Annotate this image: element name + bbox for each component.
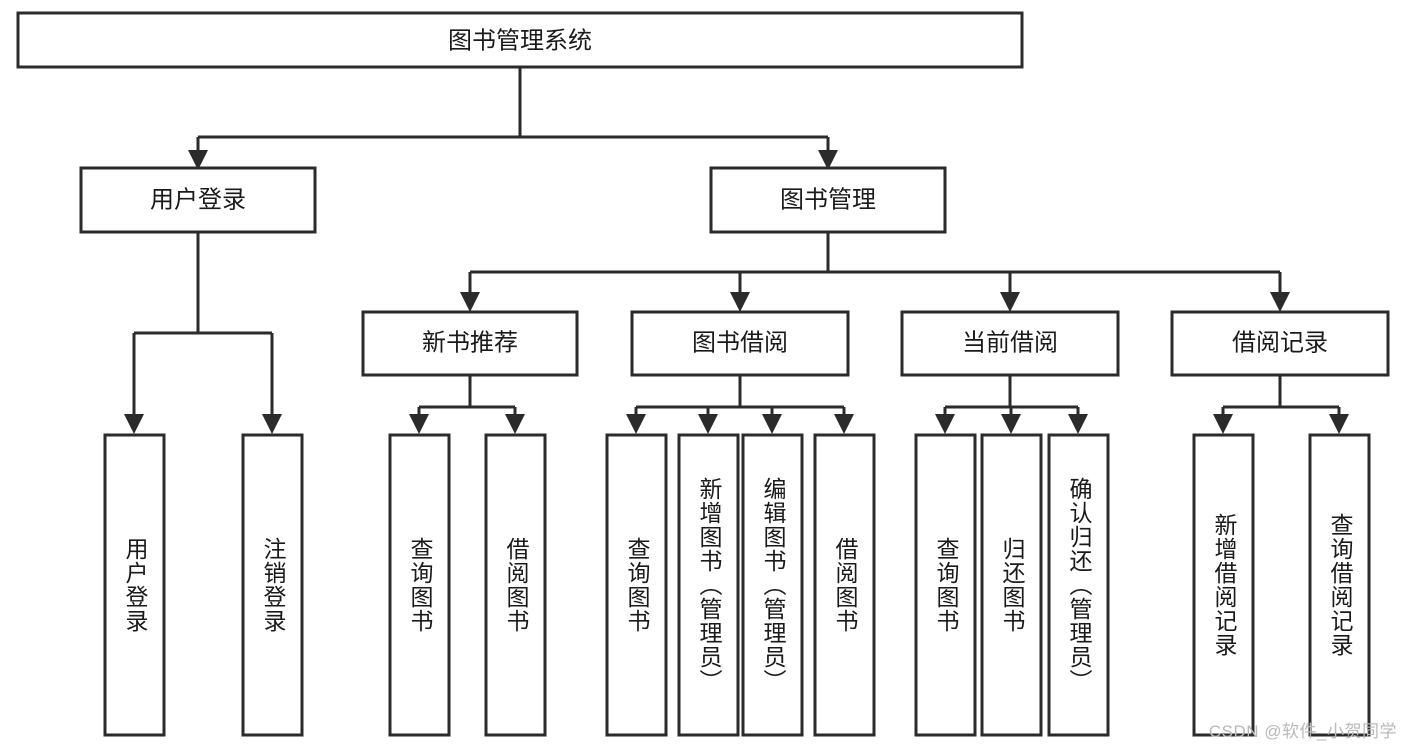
leaf-query-book-3-box[interactable]	[914, 433, 977, 737]
leaf-query-record-box[interactable]	[1308, 433, 1371, 737]
leaf-logout-login-box[interactable]	[241, 433, 304, 737]
arrowhead-leaf-borrow-book-1	[505, 414, 525, 434]
leaf-borrow-book-1-box[interactable]	[484, 433, 547, 737]
arrowhead-book-borrow	[730, 292, 750, 312]
csdn-watermark: CSDN @软件_小贺同学	[1208, 722, 1397, 741]
node-user-login-label: 用户登录	[150, 186, 246, 213]
node-user-login[interactable]: 用户登录	[79, 166, 317, 234]
node-book-manage-box[interactable]	[709, 166, 947, 234]
arrowhead-current-borrow	[1000, 292, 1020, 312]
leaf-query-book-2-box[interactable]	[605, 433, 668, 737]
arrowhead-borrow-record	[1270, 292, 1290, 312]
node-new-book-recommend-label: 新书推荐	[422, 329, 518, 356]
arrowhead-leaf-query-record	[1329, 414, 1349, 434]
leaf-boxes-user-login	[103, 433, 304, 737]
leaf-boxes-current-borrow	[914, 433, 1110, 737]
leaf-add-book-box[interactable]	[677, 433, 740, 737]
connector-group-user-login	[124, 232, 282, 434]
leaf-add-record-box[interactable]	[1192, 433, 1255, 737]
node-new-book-recommend-box[interactable]	[361, 310, 579, 377]
arrowhead-book-manage	[818, 150, 838, 170]
node-root[interactable]: 图书管理系统	[16, 11, 1024, 69]
arrowhead-leaf-add-book	[698, 414, 718, 434]
arrowhead-leaf-query-book-2	[626, 414, 646, 434]
node-current-borrow-box[interactable]	[900, 310, 1120, 377]
node-book-borrow-box[interactable]	[630, 310, 850, 377]
node-book-manage[interactable]: 图书管理	[709, 166, 947, 234]
arrowhead-user-login	[188, 150, 208, 170]
arrowhead-leaf-query-book-1	[409, 414, 429, 434]
leaf-borrow-book-2-box[interactable]	[813, 433, 876, 737]
connector-group-book-borrow	[626, 375, 854, 434]
arrowhead-leaf-return-book	[1001, 414, 1021, 434]
leaf-boxes-book-borrow	[605, 433, 876, 737]
arrowhead-leaf-user-login	[124, 414, 144, 434]
arrowhead-leaf-logout-login	[262, 414, 282, 434]
node-root-box[interactable]	[16, 11, 1024, 69]
arrowhead-leaf-borrow-book-2	[834, 414, 854, 434]
node-root-label: 图书管理系统	[448, 27, 592, 54]
connector-group-new-book-recommend	[409, 375, 525, 434]
node-book-borrow[interactable]: 图书借阅	[630, 310, 850, 377]
node-book-borrow-label: 图书借阅	[692, 329, 788, 356]
node-borrow-record[interactable]: 借阅记录	[1170, 310, 1390, 377]
arrowhead-leaf-query-book-3	[935, 414, 955, 434]
connector-group-root	[188, 67, 838, 170]
arrowhead-new-book-recommend	[460, 292, 480, 312]
connector-group-borrow-record	[1213, 375, 1349, 434]
leaf-user-login-box[interactable]	[103, 433, 166, 737]
leaf-edit-book-box[interactable]	[741, 433, 804, 737]
node-borrow-record-box[interactable]	[1170, 310, 1390, 377]
node-user-login-box[interactable]	[79, 166, 317, 234]
arrowhead-leaf-confirm-return	[1068, 414, 1088, 434]
node-current-borrow-label: 当前借阅	[962, 329, 1058, 356]
leaf-return-book-box[interactable]	[980, 433, 1043, 737]
leaf-boxes-borrow-record	[1192, 433, 1371, 737]
arrowhead-leaf-edit-book	[762, 414, 782, 434]
connector-group-book-manage	[460, 232, 1290, 312]
arrowhead-leaf-add-record	[1213, 414, 1233, 434]
connector-group-current-borrow	[935, 375, 1088, 434]
node-book-manage-label: 图书管理	[780, 186, 876, 213]
leaf-query-book-1-box[interactable]	[388, 433, 451, 737]
node-current-borrow[interactable]: 当前借阅	[900, 310, 1120, 377]
node-borrow-record-label: 借阅记录	[1232, 329, 1328, 356]
node-new-book-recommend[interactable]: 新书推荐	[361, 310, 579, 377]
leaf-confirm-return-box[interactable]	[1047, 433, 1110, 737]
leaf-boxes-new-book-recommend	[388, 433, 547, 737]
